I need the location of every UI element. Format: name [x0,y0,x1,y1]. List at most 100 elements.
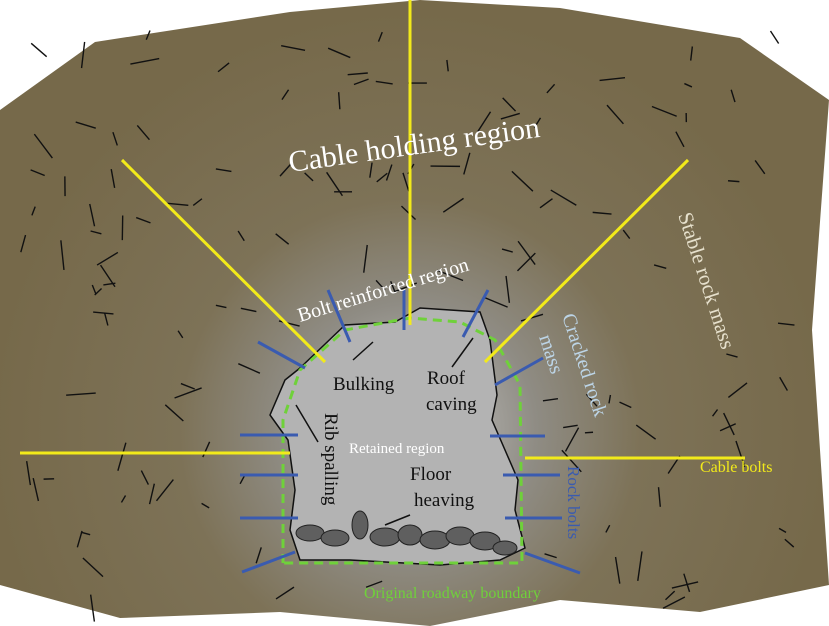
crack-mark [375,80,393,85]
label-cable-bolts: Cable bolts [700,459,772,476]
crack-mark [377,31,383,42]
crack-mark [167,202,189,206]
label-heaving: heaving [414,490,475,511]
crack-mark [550,189,577,206]
crack-mark [446,59,449,72]
crack-mark [117,442,127,471]
crack-mark [584,431,594,434]
crack-mark [533,117,542,129]
crack-mark [80,531,91,536]
crack-mark [662,596,686,609]
crack-mark [542,398,559,402]
crack-mark [500,112,520,120]
rock-bolts [240,289,581,575]
crack-mark [635,424,657,440]
crack-mark [91,284,97,295]
label-roof: Roof [427,368,466,389]
crack-mark [66,392,96,396]
crack-mark [365,580,383,588]
label-retained-region: Retained region [349,441,445,457]
crack-mark [304,172,314,182]
crack-mark [238,363,261,374]
crack-mark [135,216,151,224]
crack-mark [505,275,511,303]
crack-mark [180,382,195,390]
crack-mark [539,198,553,209]
crack-mark [215,168,232,173]
crack-mark [279,161,294,177]
crack-mark [436,269,464,282]
crack-mark [255,547,262,564]
crack-mark [563,424,578,429]
crack-mark [463,152,471,175]
rock-cracks [20,30,795,622]
crack-mark [275,586,295,600]
crack-mark [683,573,691,593]
crack-mark [608,394,612,404]
crack-mark [217,62,230,73]
crack-mark [239,474,246,485]
crack-mark [735,440,746,468]
crack-mark [711,409,719,417]
crack-mark [99,264,116,288]
crack-mark [727,180,740,183]
crack-mark [82,557,104,578]
crack-mark [281,44,306,51]
crack-mark [719,423,737,432]
original-roadway-boundary [281,316,524,565]
crack-mark [657,487,661,507]
crack-mark [90,230,102,235]
crack-mark [402,172,410,192]
crack-mark [784,538,795,548]
crack-mark [337,92,341,110]
crack-mark [93,311,114,315]
crack-mark [544,553,557,559]
crack-mark [599,76,626,82]
crack-mark [665,590,676,601]
crack-mark [110,168,116,189]
crack-mark [140,470,150,485]
label-rib-spalling: Rib spalling [320,413,341,506]
crack-mark [237,230,245,242]
crack-mark [240,307,257,313]
crack-mark [483,296,508,308]
crack-mark [769,30,780,44]
crack-mark [20,234,27,253]
crack-mark [394,282,418,293]
crack-mark [564,427,580,452]
cable-bolts [20,0,745,460]
crack-mark [120,495,127,503]
crack-mark [520,313,544,322]
label-caving: caving [426,394,477,415]
crack-mark [327,47,351,59]
label-original-roadway-boundary: Original roadway boundary [364,585,541,602]
crack-mark [778,527,787,534]
label-floor: Floor [410,464,452,485]
crack-mark [148,483,156,505]
crack-mark [353,78,369,86]
crack-mark [177,330,184,339]
crack-mark [278,320,300,327]
crack-mark [727,382,748,398]
crack-mark [76,530,83,548]
crack-mark [561,449,582,473]
crack-mark [192,198,203,207]
roadway-opening [269,307,526,566]
crack-mark [779,376,788,391]
crack-mark [501,248,513,253]
crack-mark [130,57,160,65]
crack-mark [385,164,393,181]
pointer-arrows [295,337,474,526]
crack-mark [96,251,119,266]
crack-mark [369,162,373,178]
crack-mark [281,89,290,101]
crack-mark [103,312,109,326]
crack-mark [614,556,621,584]
crack-mark [585,393,598,407]
crack-mark [675,131,685,148]
crack-mark [32,477,40,502]
crack-mark [326,171,343,197]
crack-mark [511,170,534,192]
